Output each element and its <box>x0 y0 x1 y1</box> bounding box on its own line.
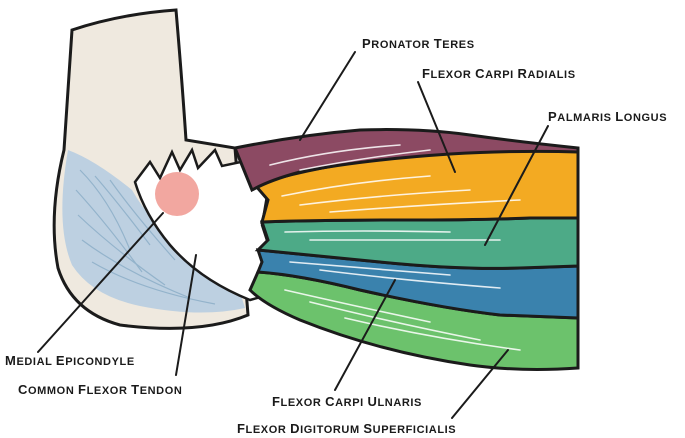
leader-lines <box>37 51 549 419</box>
label-flexor-carpi-ulnaris: FLEXOR CARPI ULNARIS <box>272 394 422 409</box>
medial-epicondyle-marker <box>155 172 199 216</box>
ligament-strokes <box>75 169 216 305</box>
muscle-fibers <box>269 144 521 351</box>
pronator-teres-muscle <box>232 128 580 193</box>
label-medial-epicondyle: MEDIAL EPICONDYLE <box>5 353 135 368</box>
label-common-flexor-tendon: COMMON FLEXOR TENDON <box>18 382 182 397</box>
label-palmaris-longus: PALMARIS LONGUS <box>548 109 667 124</box>
label-flexor-carpi-radialis: FLEXOR CARPI RADIALIS <box>422 66 576 81</box>
label-pronator-teres: PRONATOR TERES <box>362 36 475 51</box>
label-flexor-digitorum-superficialis: FLEXOR DIGITORUM SUPERFICIALIS <box>237 421 456 436</box>
